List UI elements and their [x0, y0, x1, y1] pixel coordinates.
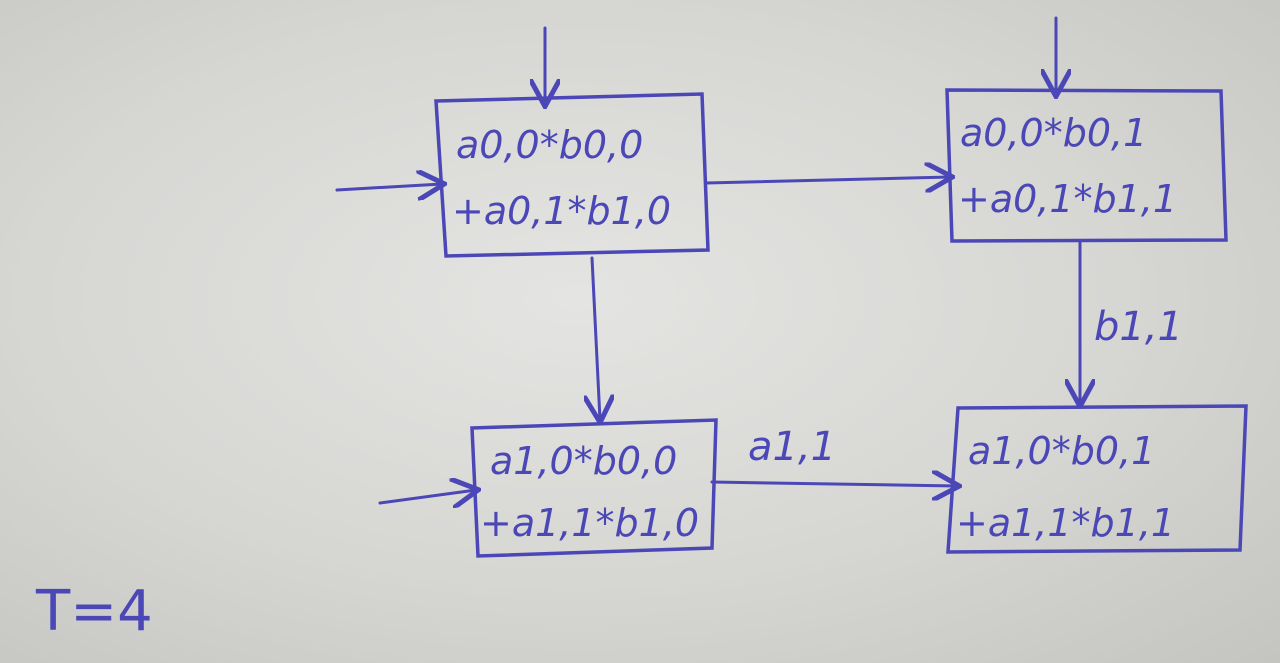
- cell-0-0-line1: a0,0*b0,0: [456, 123, 643, 167]
- cell-1-0: a1,0*b0,0 +a1,1*b1,0: [470, 418, 718, 558]
- input-arrow-left-top: [335, 184, 442, 190]
- cell-1-1: a1,0*b0,1 +a1,1*b1,1: [946, 404, 1248, 554]
- cell-0-1-line2: +a0,1*b1,1: [958, 177, 1177, 221]
- time-step-label: T=4: [35, 579, 153, 644]
- cell-0-1-line1: a0,0*b0,1: [960, 111, 1147, 155]
- cell-1-0-line2: +a1,1*b1,0: [480, 501, 699, 545]
- cell-0-0: a0,0*b0,0 +a0,1*b1,0: [434, 92, 710, 258]
- arrow-cell00-to-cell10: [592, 256, 600, 420]
- edge-label-b11: b1,1: [1094, 304, 1183, 350]
- cell-1-1-line1: a1,0*b0,1: [968, 429, 1155, 473]
- cell-0-1-box: [945, 88, 1228, 243]
- cell-1-0-box: [470, 418, 718, 558]
- cell-0-0-box: [434, 92, 710, 258]
- arrow-cell00-to-cell01: [704, 177, 950, 183]
- cell-1-1-box: [946, 404, 1248, 554]
- cell-0-1: a0,0*b0,1 +a0,1*b1,1: [945, 88, 1228, 243]
- cell-0-0-line2: +a0,1*b1,0: [452, 189, 671, 233]
- cell-1-1-line2: +a1,1*b1,1: [956, 501, 1175, 545]
- cell-1-0-line1: a1,0*b0,0: [490, 439, 677, 483]
- edge-label-a11: a1,1: [748, 424, 836, 470]
- input-arrow-left-bottom: [378, 490, 476, 503]
- arrow-cell10-to-cell11: [710, 482, 957, 486]
